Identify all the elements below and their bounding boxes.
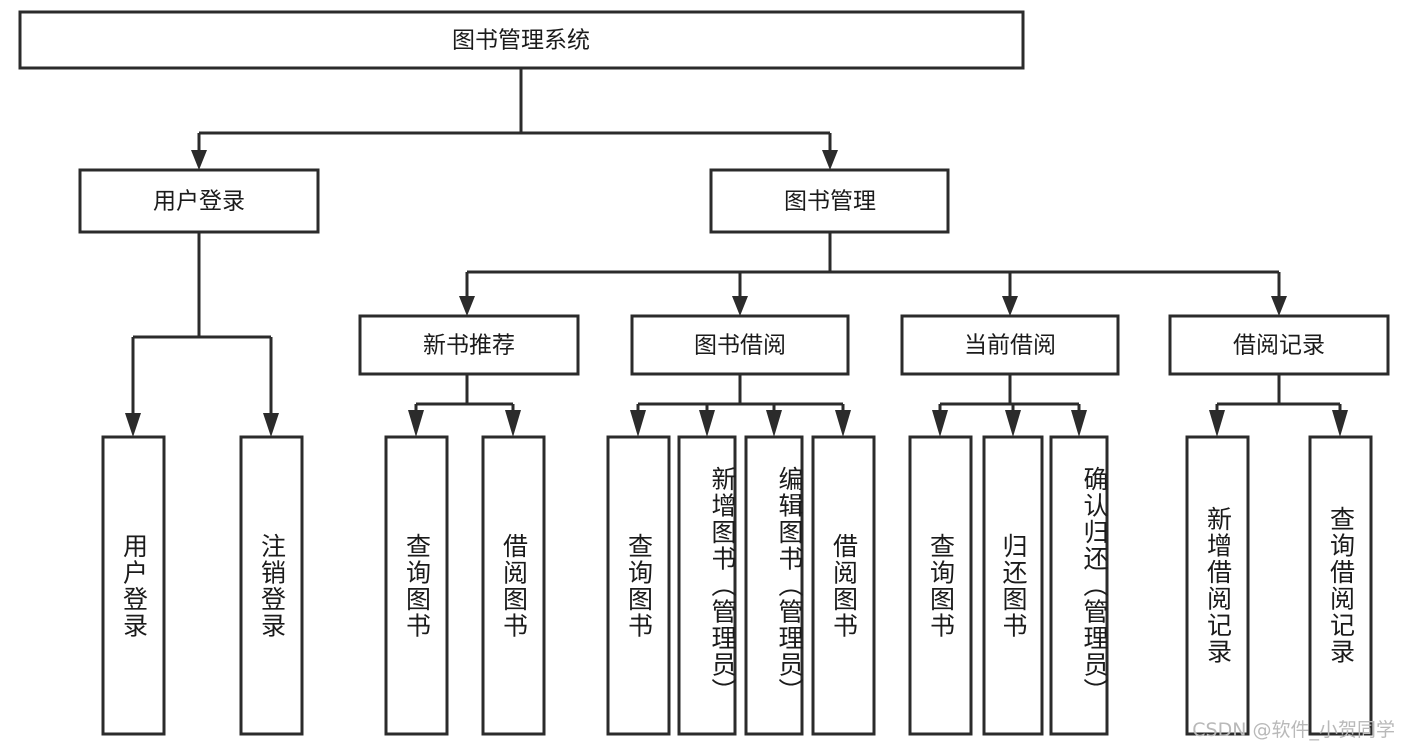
leaf-box-borrow-book-2[interactable]	[811, 435, 876, 736]
node-book-management-box[interactable]	[709, 168, 950, 234]
connector-root-to-level2	[191, 68, 838, 170]
node-new-book-recommend-label: 新书推荐	[423, 333, 515, 359]
arrow-leaf-confirm-return	[1071, 410, 1087, 437]
arrow-leaf-add-record	[1209, 410, 1225, 437]
leaf-box-return-book[interactable]	[982, 435, 1044, 736]
leaf-box-confirm-return[interactable]	[1049, 435, 1109, 736]
leaf-box-query-book-2[interactable]	[606, 435, 671, 736]
arrow-leaf-borrow-book-1	[505, 410, 521, 437]
connector-records-to-leaves	[1209, 374, 1348, 437]
node-user-login[interactable]: 用户登录	[78, 168, 320, 234]
arrow-leaf-add-book	[699, 410, 715, 437]
leaf-box-logout-login[interactable]	[239, 435, 304, 736]
leaf-box-query-record[interactable]	[1308, 435, 1373, 736]
leaf-box-query-book-3[interactable]	[908, 435, 973, 736]
connector-userlogin-to-leaves	[125, 232, 279, 437]
leaf-boxes	[101, 435, 1373, 736]
arrow-leaf-query-book-2	[630, 410, 646, 437]
arrow-leaf-query-book-3	[932, 410, 948, 437]
node-book-borrow-box[interactable]	[630, 314, 850, 376]
arrow-leaf-edit-book	[766, 410, 782, 437]
arrow-leaf-borrow-book-2	[835, 410, 851, 437]
leaf-box-add-book[interactable]	[677, 435, 737, 736]
node-book-borrow[interactable]: 图书借阅	[630, 314, 850, 376]
arrow-leaf-query-book-1	[408, 410, 424, 437]
leaf-box-query-book-1[interactable]	[384, 435, 449, 736]
leaf-box-edit-book[interactable]	[744, 435, 804, 736]
watermark-text: CSDN @软件_小贺同学	[1192, 719, 1395, 741]
node-user-login-box[interactable]	[78, 168, 320, 234]
node-root[interactable]: 图书管理系统	[18, 10, 1025, 70]
node-borrow-records-label: 借阅记录	[1233, 333, 1325, 359]
arrow-to-book-mgmt	[822, 150, 838, 170]
arrow-leaf-user-login	[125, 413, 141, 437]
node-root-box[interactable]	[18, 10, 1025, 70]
connector-bookmgmt-to-level3	[459, 232, 1287, 316]
arrow-to-current-borrow	[1002, 296, 1018, 316]
arrow-leaf-logout-login	[263, 413, 279, 437]
leaf-box-user-login[interactable]	[101, 435, 166, 736]
node-new-book-recommend-box[interactable]	[358, 314, 580, 376]
connector-bookborrow-to-leaves	[630, 374, 851, 437]
connector-newbook-to-leaves	[408, 374, 521, 437]
arrow-to-borrow-records	[1271, 296, 1287, 316]
node-book-management-label: 图书管理	[784, 189, 876, 215]
node-borrow-records-box[interactable]	[1168, 314, 1390, 376]
node-current-borrow[interactable]: 当前借阅	[900, 314, 1120, 376]
node-user-login-label: 用户登录	[153, 189, 245, 215]
node-borrow-records[interactable]: 借阅记录	[1168, 314, 1390, 376]
arrow-to-user-login	[191, 150, 207, 170]
node-root-label: 图书管理系统	[452, 28, 590, 54]
arrow-leaf-query-record	[1332, 410, 1348, 437]
arrow-leaf-return-book	[1005, 410, 1021, 437]
leaf-box-add-record[interactable]	[1185, 435, 1250, 736]
node-new-book-recommend[interactable]: 新书推荐	[358, 314, 580, 376]
node-current-borrow-label: 当前借阅	[964, 333, 1056, 359]
arrow-to-newbook-recommend	[459, 296, 475, 316]
arrow-to-book-borrow	[732, 296, 748, 316]
node-current-borrow-box[interactable]	[900, 314, 1120, 376]
node-book-borrow-label: 图书借阅	[694, 333, 786, 359]
leaf-box-borrow-book-1[interactable]	[481, 435, 546, 736]
node-book-management[interactable]: 图书管理	[709, 168, 950, 234]
connector-currentborrow-to-leaves	[932, 374, 1087, 437]
